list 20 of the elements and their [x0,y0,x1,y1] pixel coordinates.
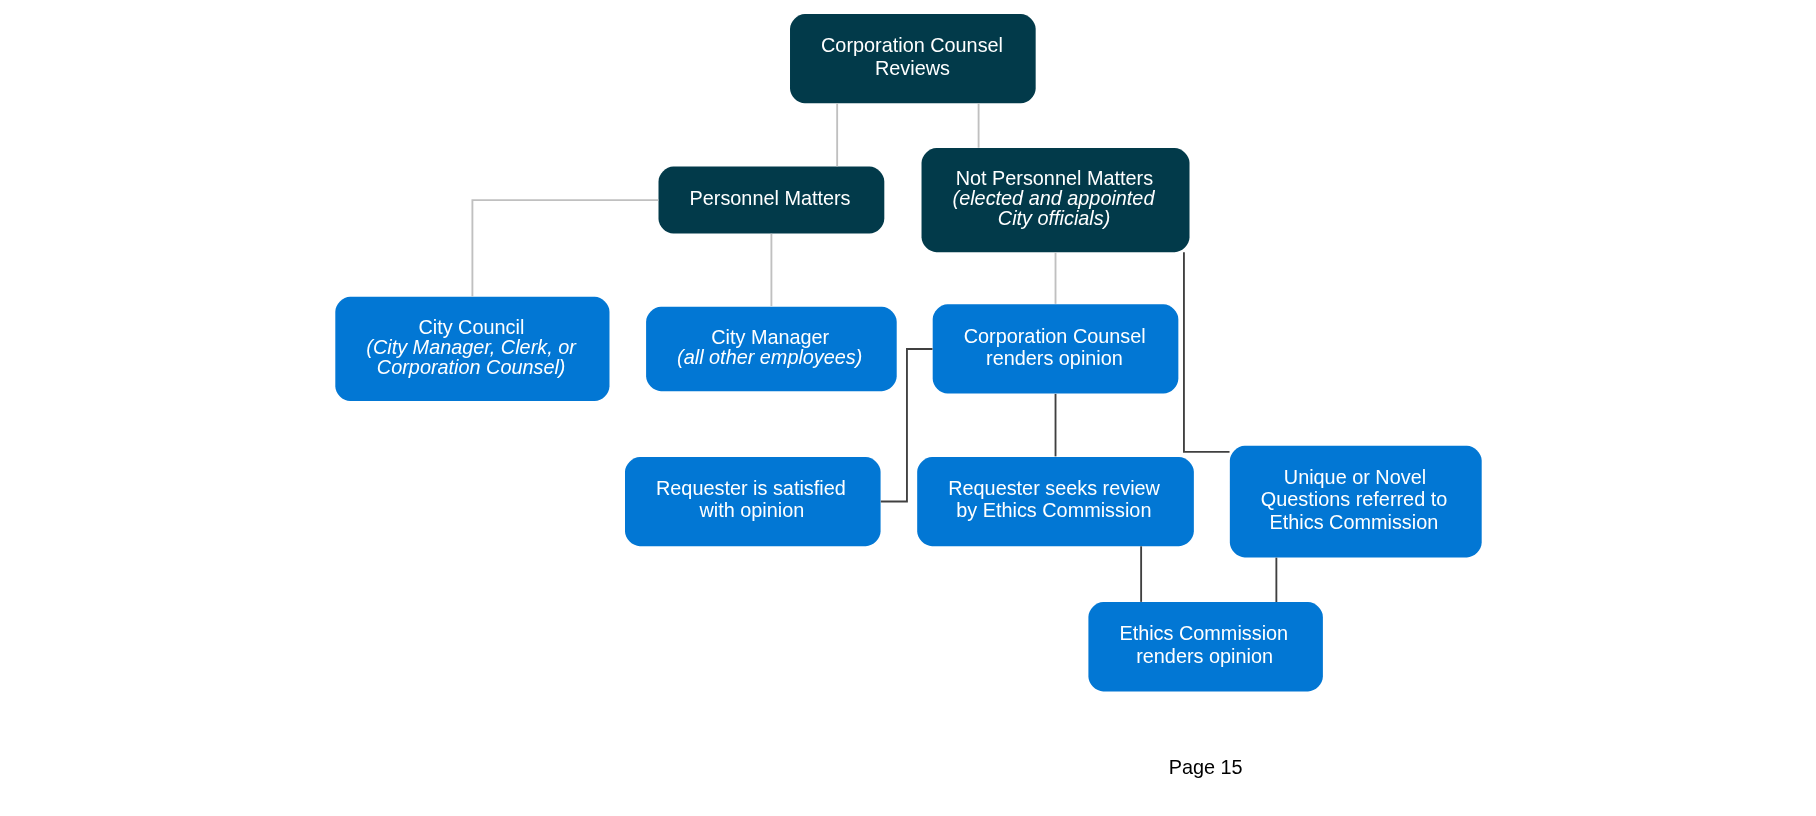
connector [1054,251,1056,305]
connector [977,101,980,149]
node-box: Requester seeks review by Ethics Commission [916,456,1194,546]
connector [470,198,659,297]
node-box: Corporation Counsel Reviews [789,13,1036,103]
connector [1054,392,1056,457]
connector [1139,544,1142,603]
node-box: Ethics Commission renders opinion [1087,601,1323,691]
node-box: Requester is satisfied with opinion [624,456,881,546]
connector [1182,250,1230,453]
node-box: Not Personnel Matters (elected and appointed City officials) [921,147,1189,252]
node-box: Corporation Counsel renders opinion [932,303,1178,394]
node-box: City Manager (all other employees) [645,306,897,391]
label: Page 15 [1168,755,1243,778]
connector [1274,556,1277,603]
connector [835,101,838,167]
node-box: Unique or Novel Questions referred to Ethics Commission [1229,445,1482,557]
connector [769,232,772,307]
node-box: City Council (City Manager, Clerk, or Corporation Counsel) [334,296,609,401]
node-box: Personnel Matters [658,166,884,234]
